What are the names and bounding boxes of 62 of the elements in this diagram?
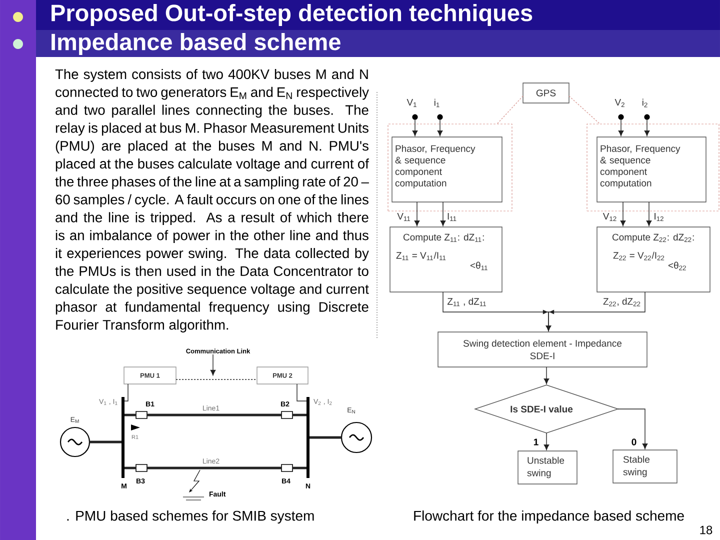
dotted-line	[176, 379, 258, 380]
arrow	[440, 202, 446, 226]
arrow	[620, 202, 626, 226]
figure-caption: Flowchart for the impedance based scheme	[414, 510, 684, 524]
arrow	[646, 202, 652, 226]
dashed-line	[568, 96, 600, 124]
outcome-box: Stable swing	[612, 450, 678, 484]
connector-line	[296, 384, 307, 402]
power-line	[124, 414, 136, 416]
breaker-symbol	[136, 411, 148, 419]
signal-label: i$_{1}$	[434, 98, 440, 108]
power-line	[90, 440, 122, 444]
subtitle-bar: Impedance based scheme	[36, 30, 720, 57]
process-box: Swing detection element - Impedance SDE-I	[438, 332, 648, 368]
arrow	[644, 119, 650, 136]
power-line	[292, 466, 306, 470]
signal-label: i$_{2}$	[642, 98, 648, 108]
power-line	[147, 466, 282, 470]
page-number: 18	[700, 526, 712, 534]
arrow	[544, 432, 550, 450]
process-box: Phasor, Frequency & sequence component computation	[596, 136, 706, 202]
dashed-line	[496, 96, 524, 124]
outcome-box: Unstable swing	[518, 450, 578, 484]
power-line	[147, 414, 282, 416]
edge-label: I$_{11}$	[446, 212, 458, 222]
arrow	[544, 366, 550, 384]
process-box: Compute Z$_{22}$: dZ$_{22}$: Z$_{22}$ = V$_{22}$/I$_{22}$ <θ$_{22}$	[596, 226, 710, 292]
edge-label: Z$_{22}$, dZ$_{22}$	[602, 296, 642, 307]
edge-label: Z$_{11}$ , dZ$_{11}$	[446, 297, 488, 307]
arrow	[412, 119, 418, 136]
breaker-symbol	[281, 464, 293, 472]
signal-label: V$_{1}$	[406, 98, 416, 107]
arrow	[414, 202, 420, 226]
edge-label: V$_{12}$	[602, 212, 618, 222]
edge-label: 0	[630, 438, 638, 446]
dashed-frame	[388, 124, 512, 212]
arrow	[437, 119, 443, 136]
edge-label: I$_{12}$	[652, 212, 666, 222]
power-line	[124, 466, 136, 470]
gps-box: GPS	[522, 82, 570, 104]
breaker-symbol	[281, 411, 293, 419]
title-bar: Proposed Out-of-step detection techniques	[36, 0, 720, 30]
arrow	[618, 119, 624, 136]
breaker-symbol	[136, 464, 148, 472]
process-box: Phasor, Frequency & sequence component computation	[392, 136, 502, 202]
arrow	[618, 408, 648, 450]
arrow	[546, 292, 646, 332]
signal-label: V$_{2}$	[614, 98, 624, 108]
generator-symbol	[60, 426, 90, 458]
bus-bar	[306, 397, 310, 478]
generator-symbol	[340, 422, 372, 454]
bus-bar	[122, 397, 124, 478]
edge-label: V$_{11}$	[396, 212, 412, 222]
power-line	[292, 414, 306, 416]
power-line	[310, 436, 342, 439]
edge-label: 1	[532, 438, 540, 446]
figure-caption: . PMU based schemes for SMIB system	[67, 510, 314, 524]
body-text: The system consists of two 400KV buses M and N connected to two generators E$_{M}$ and E$_{N}$ respectively and two parallel lines connecting the buses. The relay is placed at bus M. Phasor Measurement Units (PMU) are placed at the buses M and N. PMU's placed at the buses calculate voltage and current of the three phases of the line at a sampling rate of 20 – 60 samples / cycle. A fault occurs on one of the lines and the line is tripped. As a result of which there is an imbalance of power in the other line and thus it experiences power swing. The data collected by the PMUs is then used in the Data Concentrator to calculate the positive sequence voltage and current phasor at fundamental frequency using Discrete Fourier Transform algorithm.	[55, 69, 369, 332]
leader-arrow	[210, 354, 216, 376]
connector-line	[124, 384, 128, 402]
process-box: Compute Z$_{11}$: dZ$_{11}$: Z$_{11}$ = V$_{11}$/I$_{11}$ <θ$_{11}$	[390, 226, 502, 292]
dashed-frame	[586, 124, 720, 212]
